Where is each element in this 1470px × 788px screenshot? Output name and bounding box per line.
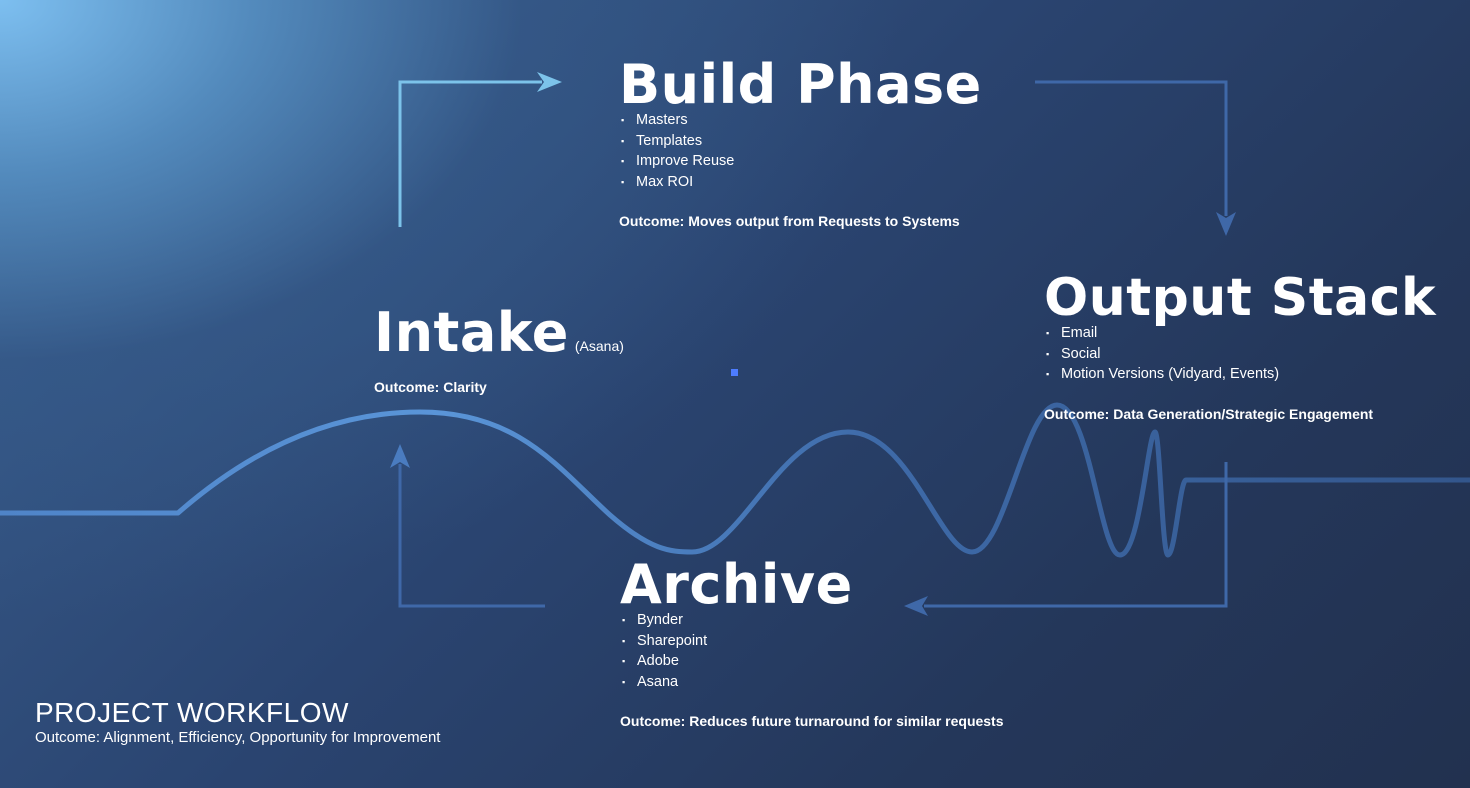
build-phase-list: Masters Templates Improve Reuse Max ROI [619,110,734,192]
list-item: Adobe [620,651,707,672]
list-item: Social [1044,344,1279,365]
arrow-intake-to-build [398,72,562,227]
list-item: Sharepoint [620,631,707,652]
archive-list: Bynder Sharepoint Adobe Asana [620,610,707,692]
output-stack-title: Output Stack [1044,268,1437,328]
wave-line [0,402,1470,558]
intake-outcome: Outcome: Clarity [374,379,487,395]
arrow-output-to-archive [904,462,1228,616]
list-item: Email [1044,323,1279,344]
intake-title: Intake(Asana) [374,306,624,360]
arrow-archive-to-intake [390,444,545,608]
list-item: Motion Versions (Vidyard, Events) [1044,364,1279,385]
list-item: Improve Reuse [619,151,734,172]
build-phase-title: Build Phase [619,53,982,116]
intake-title-text: Intake [374,301,569,364]
list-item: Bynder [620,610,707,631]
intake-note: (Asana) [574,338,624,354]
list-item: Masters [619,110,734,131]
workflow-subtitle: Outcome: Alignment, Efficiency, Opportun… [35,729,441,746]
output-stack-outcome: Outcome: Data Generation/Strategic Engag… [1044,406,1374,422]
center-marker [731,369,738,376]
archive-outcome: Outcome: Reduces future turnaround for s… [620,713,1004,729]
list-item: Templates [619,131,734,152]
list-item: Max ROI [619,172,734,193]
list-item: Asana [620,672,707,693]
arrow-build-to-output [1035,80,1236,236]
workflow-title: PROJECT WORKFLOW [35,697,349,728]
archive-title: Archive [620,553,853,616]
build-phase-outcome: Outcome: Moves output from Requests to S… [619,213,960,229]
output-stack-list: Email Social Motion Versions (Vidyard, E… [1044,323,1279,385]
